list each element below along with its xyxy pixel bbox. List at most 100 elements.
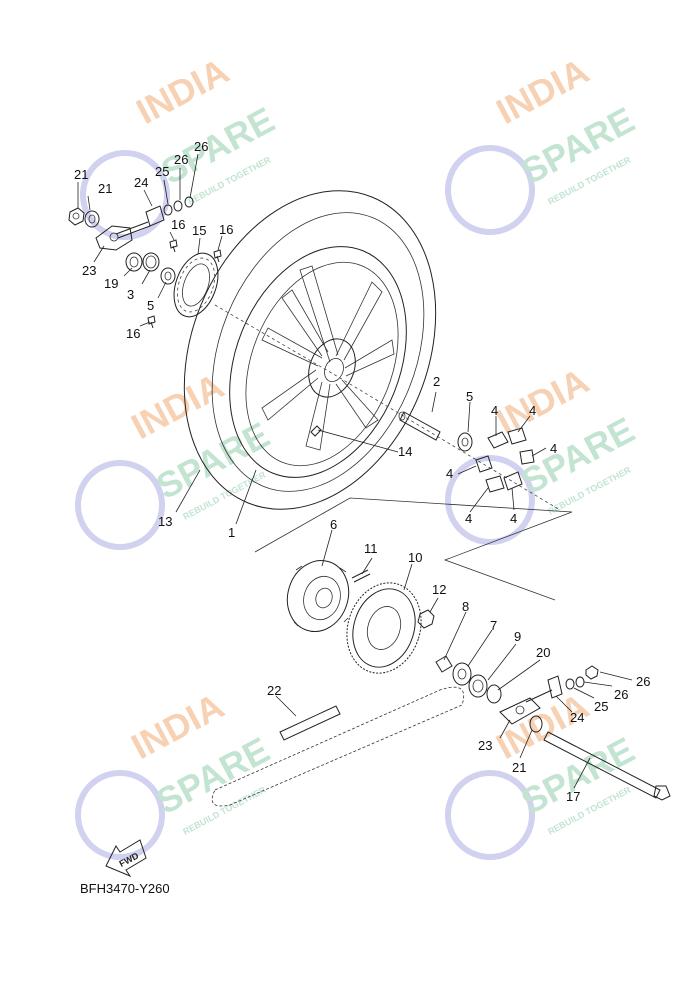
- adjuster-bolt-head: [145, 205, 165, 227]
- nut-12: [417, 609, 435, 629]
- washer-26a: [173, 200, 183, 212]
- adjuster-bolt: [115, 221, 151, 239]
- callout-4: 4: [510, 511, 517, 526]
- callout-26: 26: [636, 674, 650, 689]
- callout-7: 7: [490, 618, 497, 633]
- sprocket-hub-6: [286, 560, 350, 632]
- callout-16: 16: [126, 326, 140, 341]
- callout-25: 25: [155, 164, 169, 179]
- chain-adjuster-23: [95, 225, 133, 251]
- callout-5: 5: [147, 298, 154, 313]
- callout-15: 15: [192, 223, 206, 238]
- callout-12: 12: [432, 582, 446, 597]
- bearing-7: [452, 662, 472, 686]
- spacer-8: [435, 655, 453, 673]
- collar-2: [399, 411, 441, 441]
- washer-25-right: [565, 678, 575, 690]
- adjuster-bolt-right: [525, 689, 553, 703]
- callout-labels: 21 21 24 25 26 26 16 15 16 23 19 3 5 16 …: [74, 139, 650, 804]
- sensor-rotor-15: [173, 252, 219, 318]
- callout-9: 9: [514, 629, 521, 644]
- callout-23: 23: [478, 738, 492, 753]
- watermark-india-text: INDIA: [130, 50, 236, 132]
- callout-24: 24: [570, 710, 584, 725]
- watermark-top-right: INDIA SPARE REBUILD TOGETHER: [445, 50, 641, 235]
- washer-21-right: [529, 715, 543, 733]
- hub-dampers-4: [475, 427, 535, 493]
- oil-seal-3: [142, 252, 160, 272]
- hub-internal-parts: [398, 411, 535, 493]
- stud-bolts-11: [351, 569, 371, 583]
- drive-chain-22: [211, 686, 465, 807]
- screw-16a: [169, 239, 178, 253]
- screw-16b: [213, 249, 222, 263]
- left-small-parts: [68, 196, 222, 329]
- sprocket-assembly: [286, 560, 502, 704]
- callout-19: 20: [536, 645, 550, 660]
- callout-26: 26: [194, 139, 208, 154]
- wheel-hub: [308, 338, 356, 398]
- washer-25: [163, 204, 173, 216]
- callout-11: 11: [364, 541, 378, 556]
- callout-24: 24: [134, 175, 148, 190]
- callout-21: 21: [98, 181, 112, 196]
- callout-23: 23: [82, 263, 96, 278]
- tyre-outer: [183, 190, 437, 510]
- screw-16c: [147, 315, 156, 329]
- callout-21: 21: [512, 760, 526, 775]
- callout-5: 5: [466, 389, 473, 404]
- nut-20: [68, 207, 85, 226]
- axle-centerline: [214, 304, 561, 511]
- watermark-mid-left: INDIA SPARE REBUILD TOGETHER: [75, 365, 276, 550]
- rim-inner: [245, 261, 399, 467]
- watermark-india-text: INDIA: [125, 365, 231, 447]
- rear-wheel-assembly: [183, 190, 437, 510]
- callout-10: 10: [408, 550, 422, 565]
- drawing-code: BFH3470-Y260: [80, 881, 170, 896]
- bracket-line-top: [254, 497, 573, 601]
- drive-sprocket-10: [346, 582, 422, 674]
- callout-25: 25: [594, 699, 608, 714]
- callout-4: 4: [491, 403, 498, 418]
- callout-8: 8: [462, 599, 469, 614]
- callout-14: 14: [398, 444, 412, 459]
- callout-1: 1: [228, 525, 235, 540]
- callout-6: 6: [330, 517, 337, 532]
- callout-4: 4: [446, 466, 453, 481]
- callout-4: 4: [550, 441, 557, 456]
- watermark-bottom-right: INDIA SPARE REBUILD TOGETHER: [445, 685, 641, 860]
- callout-26: 26: [174, 152, 188, 167]
- leader-lines: [77, 153, 633, 789]
- adjuster-block-24: [547, 675, 563, 699]
- callout-22: 22: [267, 683, 281, 698]
- watermark-india-text: INDIA: [490, 50, 596, 132]
- watermark-india-text: INDIA: [490, 360, 596, 442]
- tyre-inner: [211, 212, 425, 492]
- wheel-hub-bore: [324, 357, 344, 383]
- washer-21: [84, 210, 100, 228]
- chain-joint: [279, 705, 341, 741]
- oil-seal-9: [468, 674, 488, 698]
- callout-3: 3: [127, 287, 134, 302]
- callout-17: 17: [566, 789, 580, 804]
- watermark-top-left: INDIA SPARE REBUILD TOGETHER: [80, 50, 281, 240]
- rear-axle-17: [543, 731, 661, 799]
- watermark-mid-right: INDIA SPARE REBUILD TOGETHER: [445, 360, 641, 545]
- nut-26-right: [585, 665, 599, 680]
- watermark-bottom-left: INDIA SPARE REBUILD TOGETHER: [75, 685, 276, 860]
- callout-26: 26: [614, 687, 628, 702]
- callout-18: 19: [104, 276, 118, 291]
- wheel-spokes: [261, 265, 395, 451]
- callout-4: 4: [465, 511, 472, 526]
- callout-2: 2: [433, 374, 440, 389]
- callout-20: 21: [74, 167, 88, 182]
- bearing-5-right: [457, 432, 473, 452]
- callout-4: 4: [529, 403, 536, 418]
- callout-16: 16: [219, 222, 233, 237]
- washer-26b: [184, 196, 194, 208]
- right-adjuster-parts: [499, 665, 671, 801]
- collar-19: [486, 684, 502, 704]
- rim-outer: [229, 246, 407, 478]
- washer-26-right-a: [575, 676, 585, 688]
